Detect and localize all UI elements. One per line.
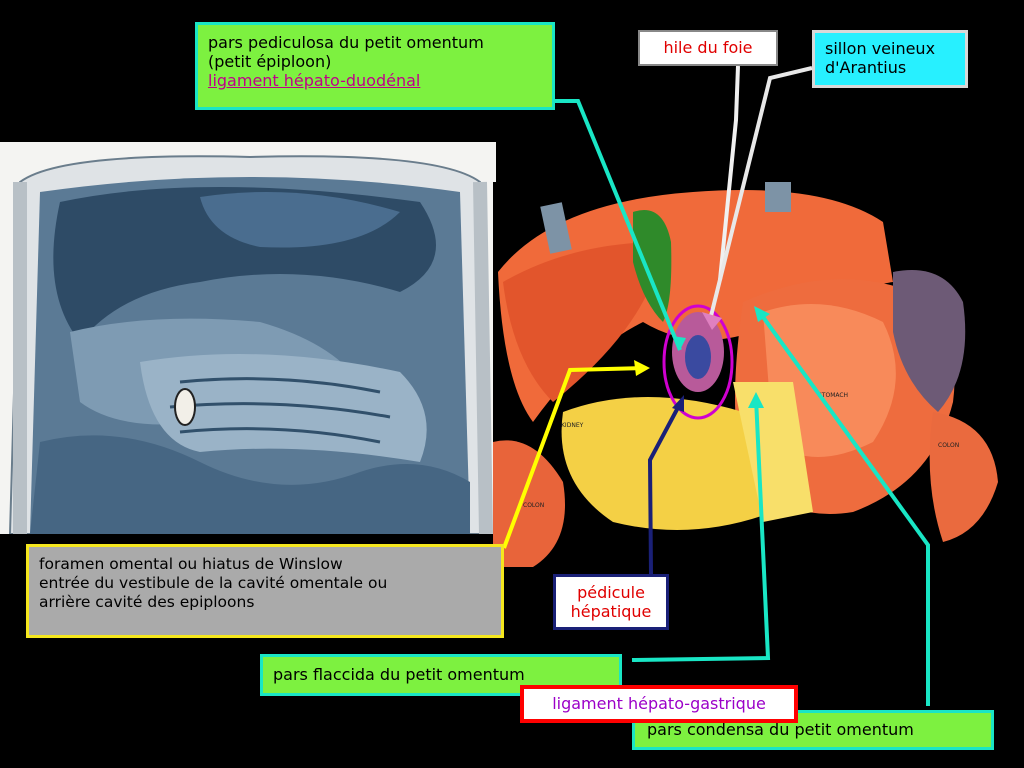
illustration-colon-right-label: COLON (938, 442, 959, 449)
label-sillon-veineux: sillon veineux d'Arantius (812, 30, 968, 88)
foramen-line3: arrière cavité des epiploons (39, 593, 255, 611)
label-ligament-hepato-gastrique: ligament hépato-gastrique (520, 685, 798, 723)
label-pars-flaccida: pars flaccida du petit omentum (260, 654, 622, 696)
illustration-kidney-label: KIDNEY (561, 422, 584, 429)
anatomical-plate-right: KIDNEY STOMACH COLON COLON (493, 182, 1006, 567)
anatomical-plate-left (0, 142, 496, 534)
label-pars-pediculosa: pars pediculosa du petit omentum (petit … (195, 22, 555, 110)
foramen-line2: entrée du vestibule de la cavité omental… (39, 574, 388, 592)
pedicule-line2: hépatique (570, 602, 652, 621)
sillon-line1: sillon veineux (825, 39, 936, 58)
illustration-colon-label: COLON (523, 502, 544, 509)
pars-pediculosa-line2: (petit épiploon) (208, 52, 332, 71)
ligament-hepato-duodenal-label: ligament hépato-duodénal (208, 71, 421, 90)
pars-condensa-text: pars condensa du petit omentum (647, 720, 914, 739)
pars-flaccida-text: pars flaccida du petit omentum (273, 665, 525, 684)
pars-pediculosa-line1: pars pediculosa du petit omentum (208, 33, 484, 52)
hile-du-foie-text: hile du foie (663, 38, 753, 57)
pedicule-line1: pédicule (577, 583, 645, 602)
illustration-stomach-label: STOMACH (818, 392, 848, 399)
label-hile-du-foie: hile du foie (638, 30, 778, 66)
ligament-hepato-gastrique-text: ligament hépato-gastrique (552, 694, 766, 713)
label-pedicule-hepatique: pédicule hépatique (553, 574, 669, 630)
label-foramen-omental: foramen omental ou hiatus de Winslow ent… (26, 544, 504, 638)
foramen-line1: foramen omental ou hiatus de Winslow (39, 555, 343, 573)
sillon-line2: d'Arantius (825, 58, 907, 77)
abdomen-engraving-icon (0, 142, 496, 534)
liver-stomach-illustration-icon: KIDNEY STOMACH COLON COLON (493, 182, 998, 567)
